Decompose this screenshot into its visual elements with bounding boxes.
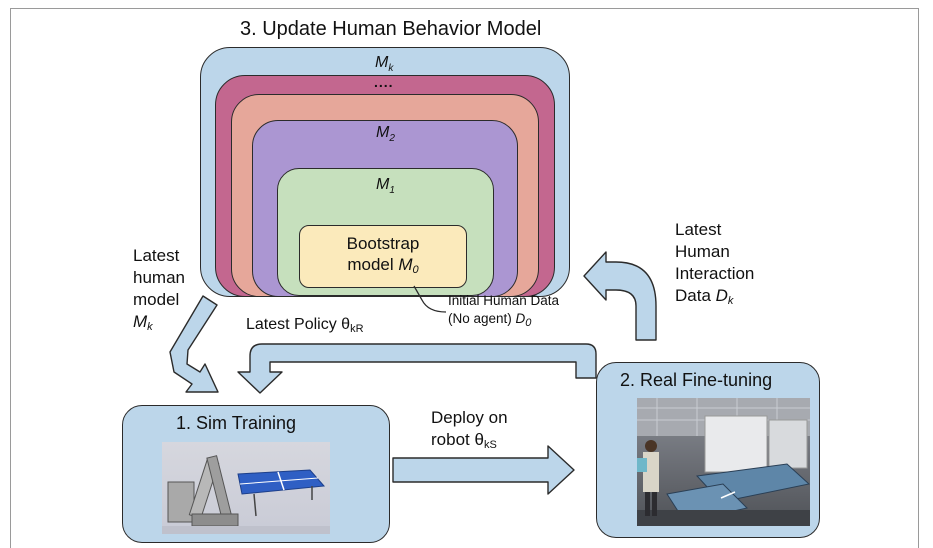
initial-human-data-label: Initial Human Data (No agent) D0	[448, 293, 560, 329]
latest-human-model-arrow	[169, 295, 219, 393]
real-scene	[637, 398, 810, 526]
sim-scene	[162, 455, 330, 534]
latest-human-model-label: Latest human model Mk	[133, 246, 185, 333]
ellipsis-label: ....	[374, 74, 394, 90]
mk-label: Mk	[375, 54, 394, 75]
bootstrap-label: Bootstrap model M0	[346, 234, 420, 276]
latest-interaction-arrow	[583, 251, 657, 341]
latest-policy-arrow	[237, 343, 597, 394]
deploy-arrow	[392, 445, 575, 495]
figure-frame	[10, 8, 919, 548]
m1-label: M1	[376, 176, 395, 197]
sim-training-title: 1. Sim Training	[176, 413, 297, 433]
latest-interaction-data-label: Latest Human Interaction Data Dk	[675, 220, 755, 307]
m2-label: M2	[376, 124, 395, 145]
latest-policy-label: Latest Policy θkR	[246, 316, 364, 335]
initial-data-connector	[413, 285, 447, 313]
real-finetuning-title: 2. Real Fine-tuning	[620, 370, 773, 390]
real-robot-photo	[637, 398, 810, 526]
bootstrap-model-box	[299, 225, 467, 288]
update-model-title: 3. Update Human Behavior Model	[240, 18, 542, 40]
simulation-render-image	[162, 442, 330, 534]
deploy-on-robot-label: Deploy on robot θkS	[431, 408, 508, 451]
